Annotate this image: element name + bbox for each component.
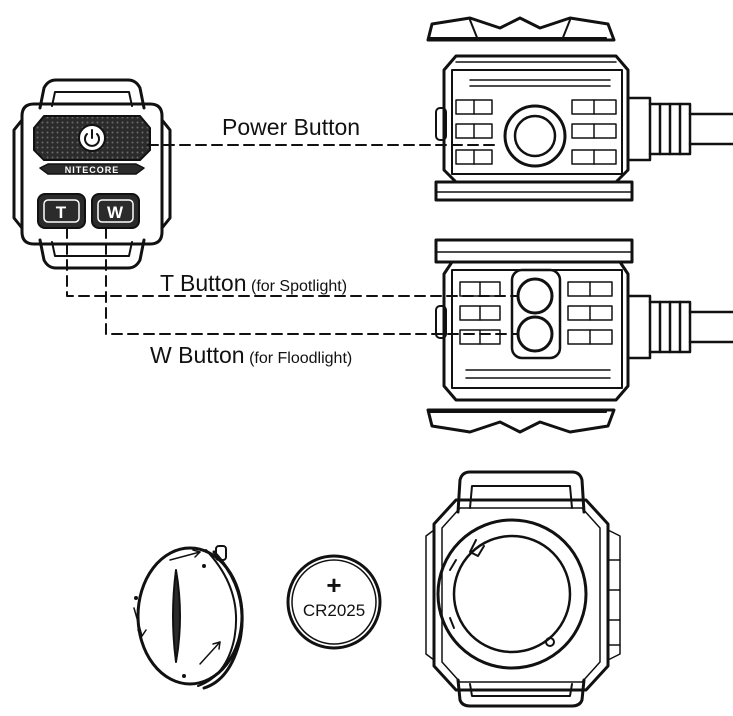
w-callout-line (105, 227, 519, 335)
battery-cover (133, 545, 244, 690)
power-button-label: Power Button (222, 114, 361, 140)
remote-brand-text: NITECORE (65, 165, 120, 175)
t-button-label: T Button (160, 270, 247, 296)
light-w-button (516, 315, 554, 353)
light-unit-top (426, 16, 733, 202)
remote-housing (425, 470, 621, 708)
rotate-arrow-icon (133, 549, 221, 665)
w-button-note: (for Floodlight) (249, 350, 353, 367)
power-icon (84, 129, 100, 147)
w-button-label: W Button (150, 342, 245, 368)
callout-lines (66, 144, 519, 335)
t-button-label-group: T Button (for Spotlight) (160, 270, 347, 297)
t-button-note: (for Spotlight) (250, 278, 348, 295)
battery-model-label: CR2025 (303, 601, 365, 620)
remote-t-key (37, 193, 86, 229)
remote-w-key-label: W (107, 203, 124, 222)
w-button-label-group: W Button (for Floodlight) (150, 342, 352, 369)
light-unit-bottom (426, 238, 733, 434)
battery-plus-symbol: + (326, 570, 341, 600)
remote-control (12, 78, 172, 270)
remote-t-key-label: T (56, 203, 67, 222)
light-t-button (516, 277, 554, 315)
coin-cell-battery (286, 554, 382, 650)
remote-w-key (91, 193, 140, 229)
t-callout-line (66, 227, 519, 297)
